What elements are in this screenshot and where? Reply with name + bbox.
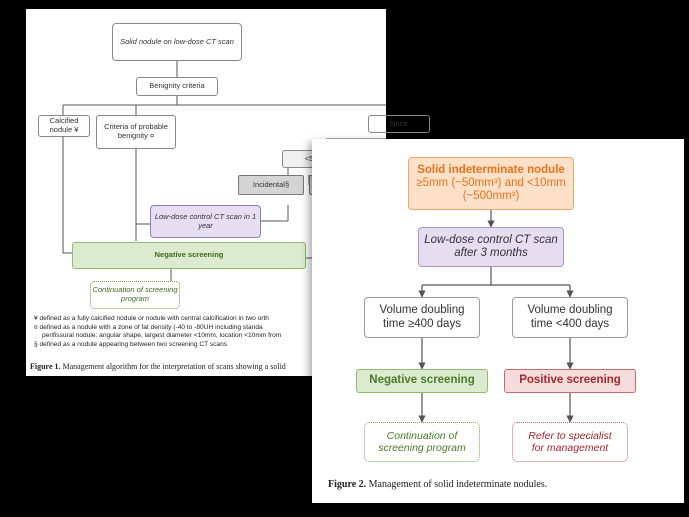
lowdose-3m-box: Low-dose control CT scan after 3 months [418,227,564,267]
continuation-label-fig1: Continuation of screening program [92,285,178,303]
footnote-1: ¥ defined as a fully calcified nodule or… [34,315,269,322]
start-node-label: Solid nodule on low-dose CT scan [120,36,234,46]
figure2-page: Solid indeterminate nodule ≥5mm (~50mm³)… [312,139,684,503]
vdt-ge400-line2: time ≥400 days [383,317,461,330]
continuation-box: Continuation of screening program [364,422,480,462]
footnote-3: perifissural nodule: angular shape, larg… [42,332,282,340]
incidental-box: Incidental§ [238,175,304,195]
figure2-connectors [418,210,574,423]
incidental-label: Incidental§ [252,179,290,189]
indeterminate-nodule-volume: (~500mm³) [462,190,520,203]
continuation-box-fig1: Continuation of screening program [90,281,180,309]
continuation-line2: screening program [378,442,466,454]
figure2-caption: Figure 2. Management of solid indetermin… [328,479,547,490]
calcified-box: Calcified nodule ¥ [38,115,90,137]
figure2-caption-label: Figure 2. [328,479,367,490]
indeterminate-nodule-size: ≥5mm (~50mm³) and <10mm [416,176,566,189]
negative-screening-box-fig1: Negative screening [72,242,306,269]
lowdose-3m-line2: after 3 months [454,247,528,259]
none-box: None [368,115,430,133]
vdt-lt400-line2: time <400 days [530,317,610,330]
probable-benignity-label: Criteria of probable benignity ¤ [104,122,168,140]
continuation-line1: Continuation of [386,429,458,442]
negative-screening-box: Negative screening [356,369,488,393]
indeterminate-nodule-box: Solid indeterminate nodule ≥5mm (~50mm³)… [408,157,574,210]
figure2-caption-text: Management of solid indeterminate nodule… [368,479,548,490]
benignity-criteria-label: Benignity criteria [149,81,205,91]
positive-screening-label: Positive screening [519,374,621,387]
negative-screening-label-fig1: Negative screening [154,250,224,260]
start-node-box: Solid nodule on low-dose CT scan [112,23,242,61]
vdt-lt400-line1: Volume doubling [527,304,613,317]
vdt-ge400-line1: Volume doubling [379,304,465,317]
none-label: None [390,118,408,128]
indeterminate-nodule-title: Solid indeterminate nodule [417,163,565,176]
figure1-caption-label: Figure 1. [30,362,61,371]
refer-specialist-box: Refer to specialist for management [512,422,628,462]
refer-specialist-line1: Refer to specialist [528,429,612,442]
negative-screening-label: Negative screening [369,374,475,387]
lowdose-1yr-label: Low-dose control CT scan in 1 year [154,211,257,230]
footnotes: ¥ defined as a fully calcified nodule or… [34,315,334,349]
vdt-ge400-box: Volume doubling time ≥400 days [364,297,480,338]
figure1-caption: Figure 1. Management algorithm for the i… [30,362,330,371]
figure1-caption-text: Management algorithm for the interpretat… [62,362,286,371]
footnote-4: § defined as a nodule appearing between … [34,340,228,348]
vdt-lt400-box: Volume doubling time <400 days [512,297,628,338]
refer-specialist-line2: for management [531,442,609,454]
lowdose-1yr-box: Low-dose control CT scan in 1 year [150,205,261,238]
footnote-2: ¤ defined as a nodule with a zone of fat… [34,323,263,331]
lowdose-3m-line1: Low-dose control CT scan [424,233,558,246]
benignity-criteria-box: Benignity criteria [136,77,218,96]
positive-screening-box: Positive screening [504,369,636,393]
probable-benignity-box: Criteria of probable benignity ¤ [96,115,176,149]
calcified-label: Calcified nodule ¥ [49,116,79,134]
